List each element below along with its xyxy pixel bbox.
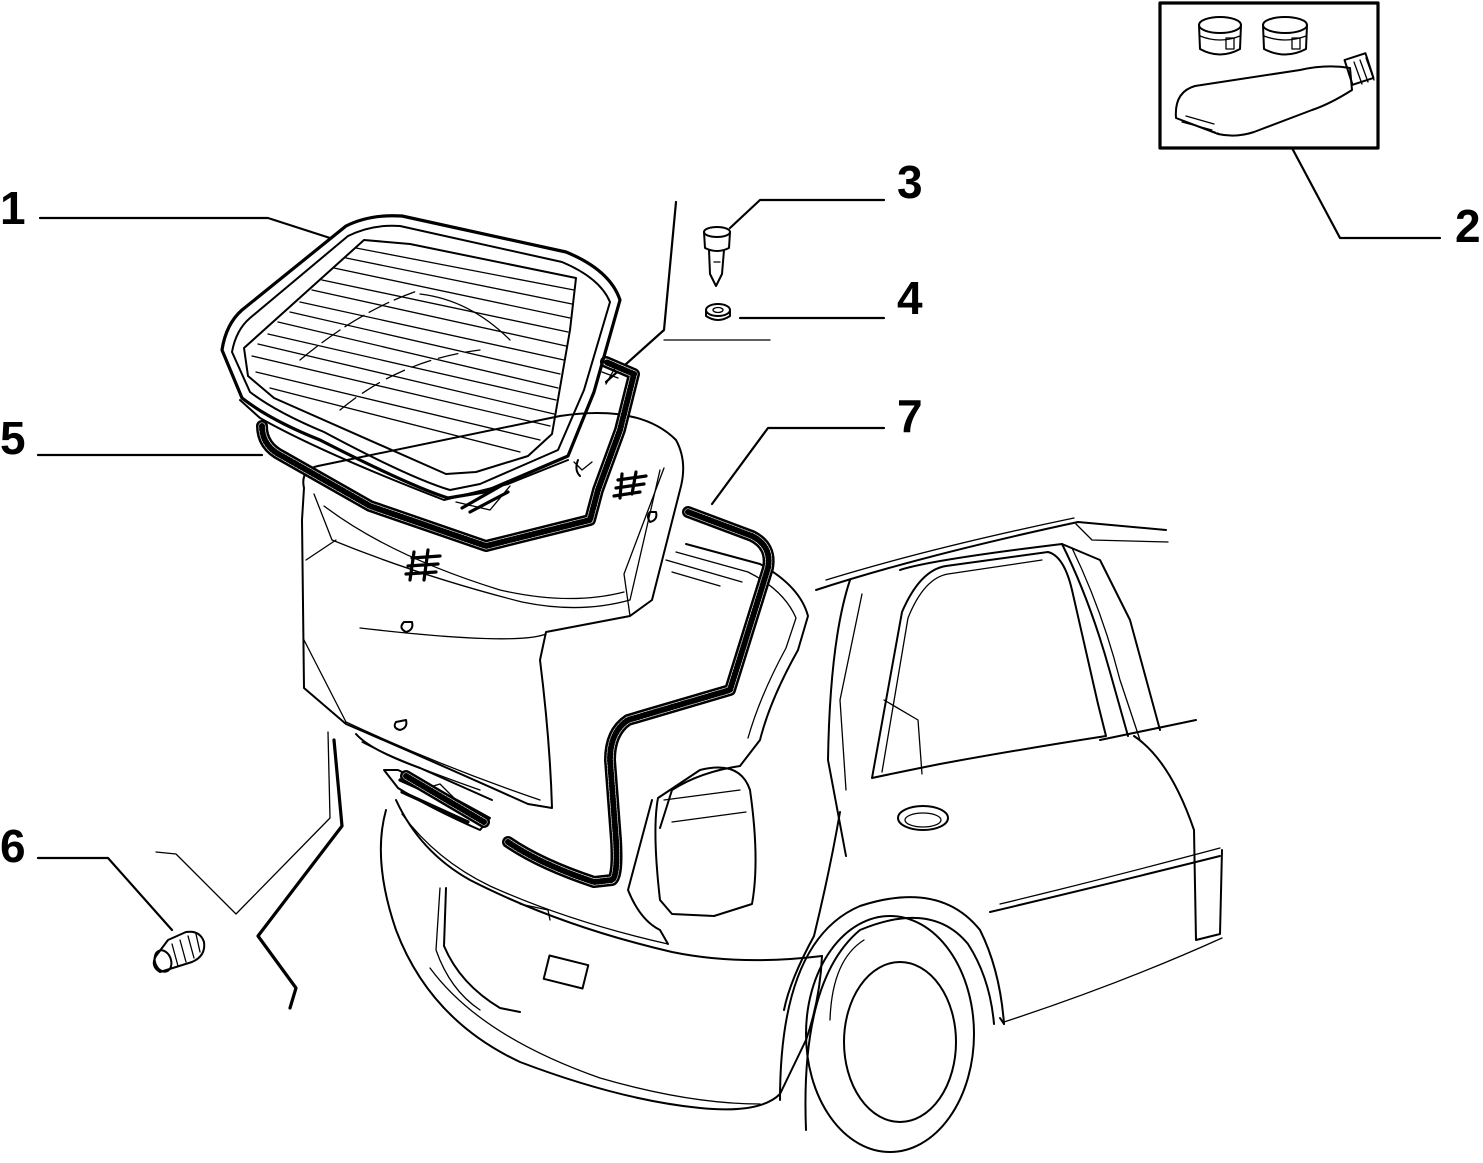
callout-2-label: 2 bbox=[1455, 200, 1481, 252]
leader-6 bbox=[36, 856, 174, 932]
fixing-pin bbox=[703, 226, 731, 287]
tail-light bbox=[654, 766, 757, 917]
rear-bumper bbox=[379, 543, 823, 1111]
badge-upper bbox=[404, 548, 442, 582]
callout-5-label: 5 bbox=[0, 412, 26, 464]
callout-7-label: 7 bbox=[897, 390, 923, 442]
wheel-arch bbox=[779, 896, 1005, 1101]
rear-door-window bbox=[871, 551, 1107, 779]
badge-right bbox=[612, 470, 648, 500]
door-handle bbox=[897, 805, 949, 831]
sealant-tube bbox=[1174, 52, 1375, 137]
heater-lines bbox=[251, 247, 575, 453]
sealant-kit-frame bbox=[1158, 1, 1380, 150]
plug bbox=[152, 930, 206, 973]
callout-4-label: 4 bbox=[897, 272, 923, 324]
callout-1-label: 1 bbox=[0, 182, 26, 234]
sealant-kit bbox=[1158, 1, 1380, 150]
callout-6-label: 6 bbox=[0, 820, 26, 872]
roof-line bbox=[815, 521, 1167, 591]
window-seal bbox=[256, 356, 640, 552]
leader-2 bbox=[1290, 146, 1442, 240]
leader-7 bbox=[710, 426, 886, 506]
tailgate-seal bbox=[400, 506, 775, 888]
rear-window-glass bbox=[220, 214, 622, 514]
tailgate bbox=[301, 412, 685, 831]
rear-window-inner bbox=[243, 239, 577, 475]
separator-thin bbox=[155, 731, 331, 915]
nut bbox=[705, 303, 731, 321]
rear-window-outline bbox=[220, 214, 622, 500]
tailgate-outline bbox=[301, 412, 685, 809]
car-body bbox=[779, 517, 1223, 1153]
tailgate-opening bbox=[659, 543, 809, 829]
rear-wheel bbox=[805, 915, 975, 1153]
leader-3 bbox=[728, 198, 886, 230]
leader-lines bbox=[36, 146, 1442, 1010]
separator-bold bbox=[256, 738, 344, 1010]
sealant-jar-right bbox=[1262, 16, 1308, 56]
sealant-jar-left bbox=[1198, 16, 1242, 56]
leader-1 bbox=[38, 216, 332, 240]
callout-3-label: 3 bbox=[897, 156, 923, 208]
